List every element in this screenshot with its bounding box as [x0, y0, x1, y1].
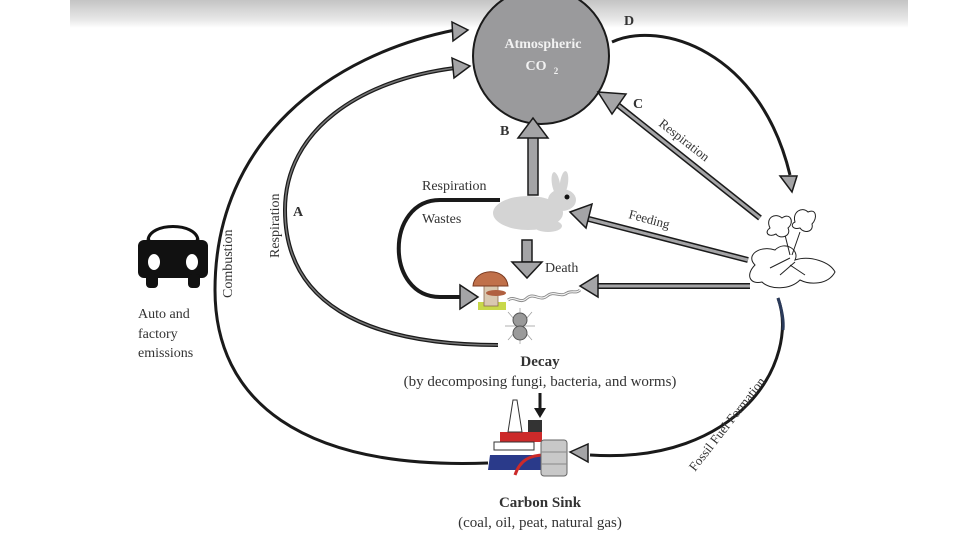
- carbon-sink-subtitle: (coal, oil, peat, natural gas): [458, 515, 622, 531]
- respiration-a-arrowhead: [451, 56, 472, 80]
- respiration-c-arrowhead: [596, 91, 628, 116]
- auto-label-line3: emissions: [138, 346, 193, 361]
- plant-icon: [749, 209, 836, 289]
- fossil-fuel-label: Fossil Fuel Formation: [686, 374, 769, 474]
- car-icon: [138, 225, 208, 288]
- photosynthesis-d-arrow: [611, 33, 792, 176]
- auto-label-line2: factory: [138, 327, 178, 342]
- rabbit-icon: [493, 171, 576, 232]
- death-arrow: [521, 239, 533, 263]
- photosynthesis-d-arrowhead: [778, 175, 799, 194]
- auto-label-line1: Auto and: [138, 307, 190, 322]
- marker-c: C: [633, 97, 643, 112]
- respiration-a-label: Respiration: [268, 193, 283, 258]
- respiration-animal-label: Respiration: [422, 179, 487, 194]
- respiration-b-arrow: [527, 134, 539, 196]
- combustion-arrowhead: [451, 20, 470, 43]
- combustion-arrow: [213, 28, 489, 465]
- mushroom-icon: [472, 271, 509, 310]
- plant-death-arrowhead: [578, 273, 599, 299]
- marker-d: D: [624, 14, 634, 29]
- fossil-fuel-arrowhead: [568, 442, 589, 464]
- feeding-arrowhead: [568, 202, 594, 230]
- decay-title: Decay: [520, 354, 560, 370]
- wastes-arrowhead: [459, 283, 480, 311]
- death-label: Death: [545, 261, 578, 276]
- marker-b: B: [500, 124, 509, 139]
- combustion-label: Combustion: [221, 230, 236, 298]
- wastes-label: Wastes: [422, 212, 461, 227]
- death-arrowhead: [510, 261, 544, 280]
- co2-label: CO: [526, 59, 547, 74]
- bacteria-icon: [505, 308, 535, 344]
- respiration-b-arrowhead: [516, 116, 550, 139]
- carbon-sink-title: Carbon Sink: [499, 495, 582, 511]
- co2-subscript: 2: [554, 66, 559, 76]
- marker-a: A: [293, 205, 304, 220]
- wastes-arrow: [396, 198, 500, 299]
- decay-subtitle: (by decomposing fungi, bacteria, and wor…: [404, 374, 677, 390]
- atmospheric-co2-node: [472, 0, 610, 125]
- atmospheric-label: Atmospheric: [505, 37, 582, 52]
- oil-barrel-icon: [540, 439, 568, 477]
